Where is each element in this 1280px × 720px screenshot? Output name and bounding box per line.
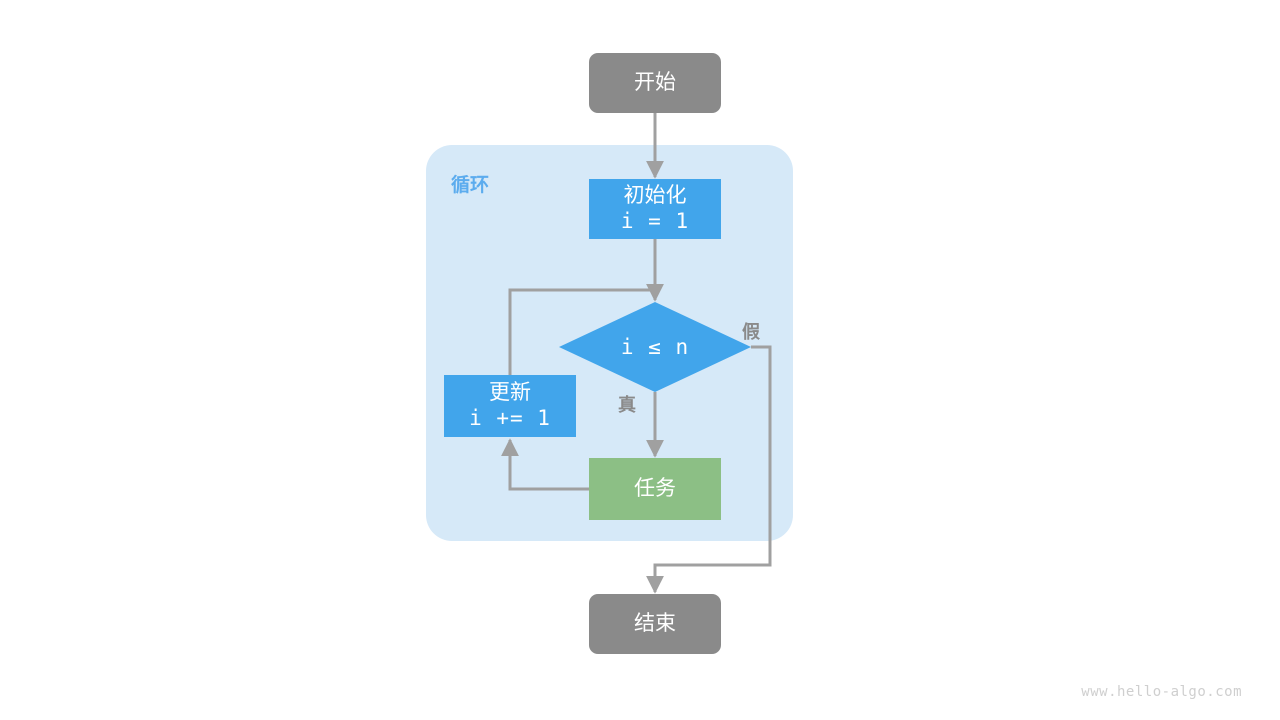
loop-group-label: 循环: [451, 175, 490, 196]
condition-node-shape[interactable]: [559, 302, 751, 392]
end-node-shape[interactable]: [589, 594, 721, 654]
edge-update-to-condition: [508, 288, 655, 375]
start-node-shape[interactable]: [589, 53, 721, 113]
update-node-shape[interactable]: [444, 375, 576, 437]
task-node-shape[interactable]: [589, 458, 721, 520]
watermark-text: www.hello-algo.com: [1081, 684, 1242, 700]
edge-condition-false-to-end: [646, 345, 772, 594]
initialize-node-shape[interactable]: [589, 179, 721, 239]
edge-label-false: 假: [742, 322, 760, 342]
edge-label-true: 真: [618, 395, 636, 415]
edge-task-to-update: [501, 438, 589, 491]
